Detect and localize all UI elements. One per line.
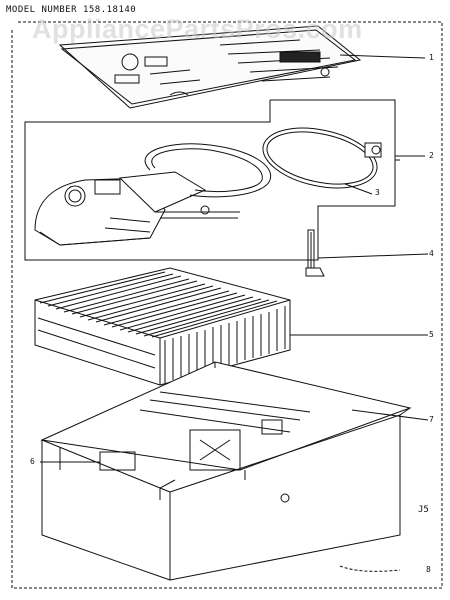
callout-7: 7: [429, 415, 434, 424]
callout-1: 1: [429, 53, 434, 62]
cam-stack: [34, 267, 428, 386]
callout-4: 4: [429, 249, 434, 258]
embroidery-hoop: [262, 127, 382, 195]
presser-foot: [305, 229, 429, 277]
accessory-box: [40, 361, 429, 581]
callout-2: 2: [429, 151, 434, 160]
outer-frame: [11, 21, 443, 589]
callout-6: 6: [30, 457, 35, 466]
watermark-text: AppliancePartsPros.com: [32, 14, 363, 44]
embroidery-unit: [34, 143, 272, 246]
figure-code: J5: [418, 505, 429, 515]
callout-5: 5: [429, 330, 434, 339]
instruction-manual: [58, 25, 426, 109]
model-number: MODEL NUMBER 158.18140: [6, 5, 137, 15]
callout-3: 3: [375, 188, 380, 197]
callout-8: 8: [426, 565, 431, 574]
attachment-box-outline: [24, 99, 425, 261]
